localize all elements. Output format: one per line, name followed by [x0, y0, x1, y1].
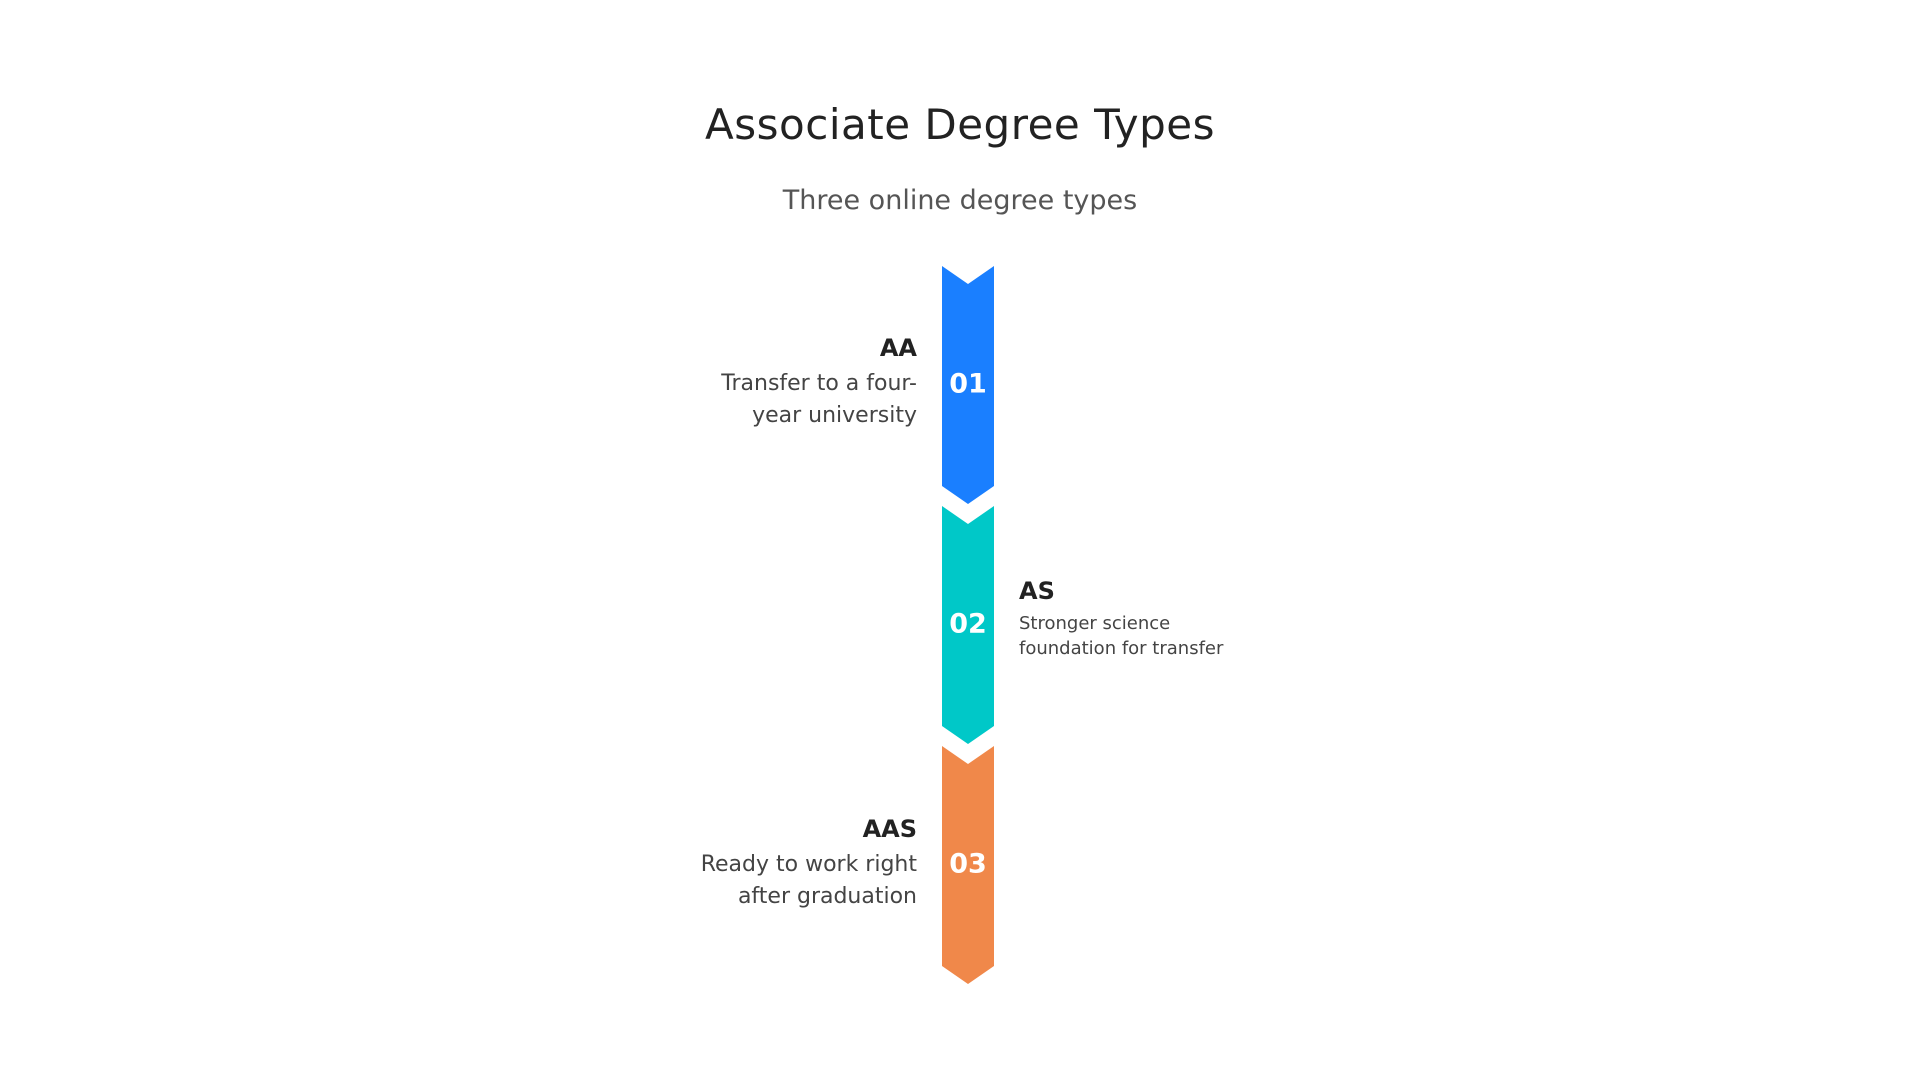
step-3-title: AAS: [862, 815, 917, 843]
step-3-description: Ready to work right after graduation: [700, 852, 917, 909]
step-2-chevron: [942, 506, 994, 744]
step-2-title: AS: [1019, 577, 1055, 605]
step-1-text: AA Transfer to a four-year university: [617, 334, 917, 432]
page-title: Associate Degree Types: [705, 100, 1215, 149]
step-1-title: AA: [879, 334, 917, 362]
page-subtitle: Three online degree types: [782, 185, 1138, 216]
step-1-chevron: [942, 266, 994, 504]
step-2-text: AS Stronger science foundation for trans…: [1019, 577, 1319, 661]
step-3-number: 03: [949, 849, 987, 880]
step-1-number: 01: [949, 369, 987, 400]
step-2-description: Stronger science foundation for transfer: [1019, 613, 1224, 659]
step-3-text: AAS Ready to work right after graduation: [617, 815, 917, 913]
step-3-chevron: [942, 746, 994, 984]
step-1-description: Transfer to a four-year university: [721, 371, 917, 428]
step-2-number: 02: [949, 609, 987, 640]
